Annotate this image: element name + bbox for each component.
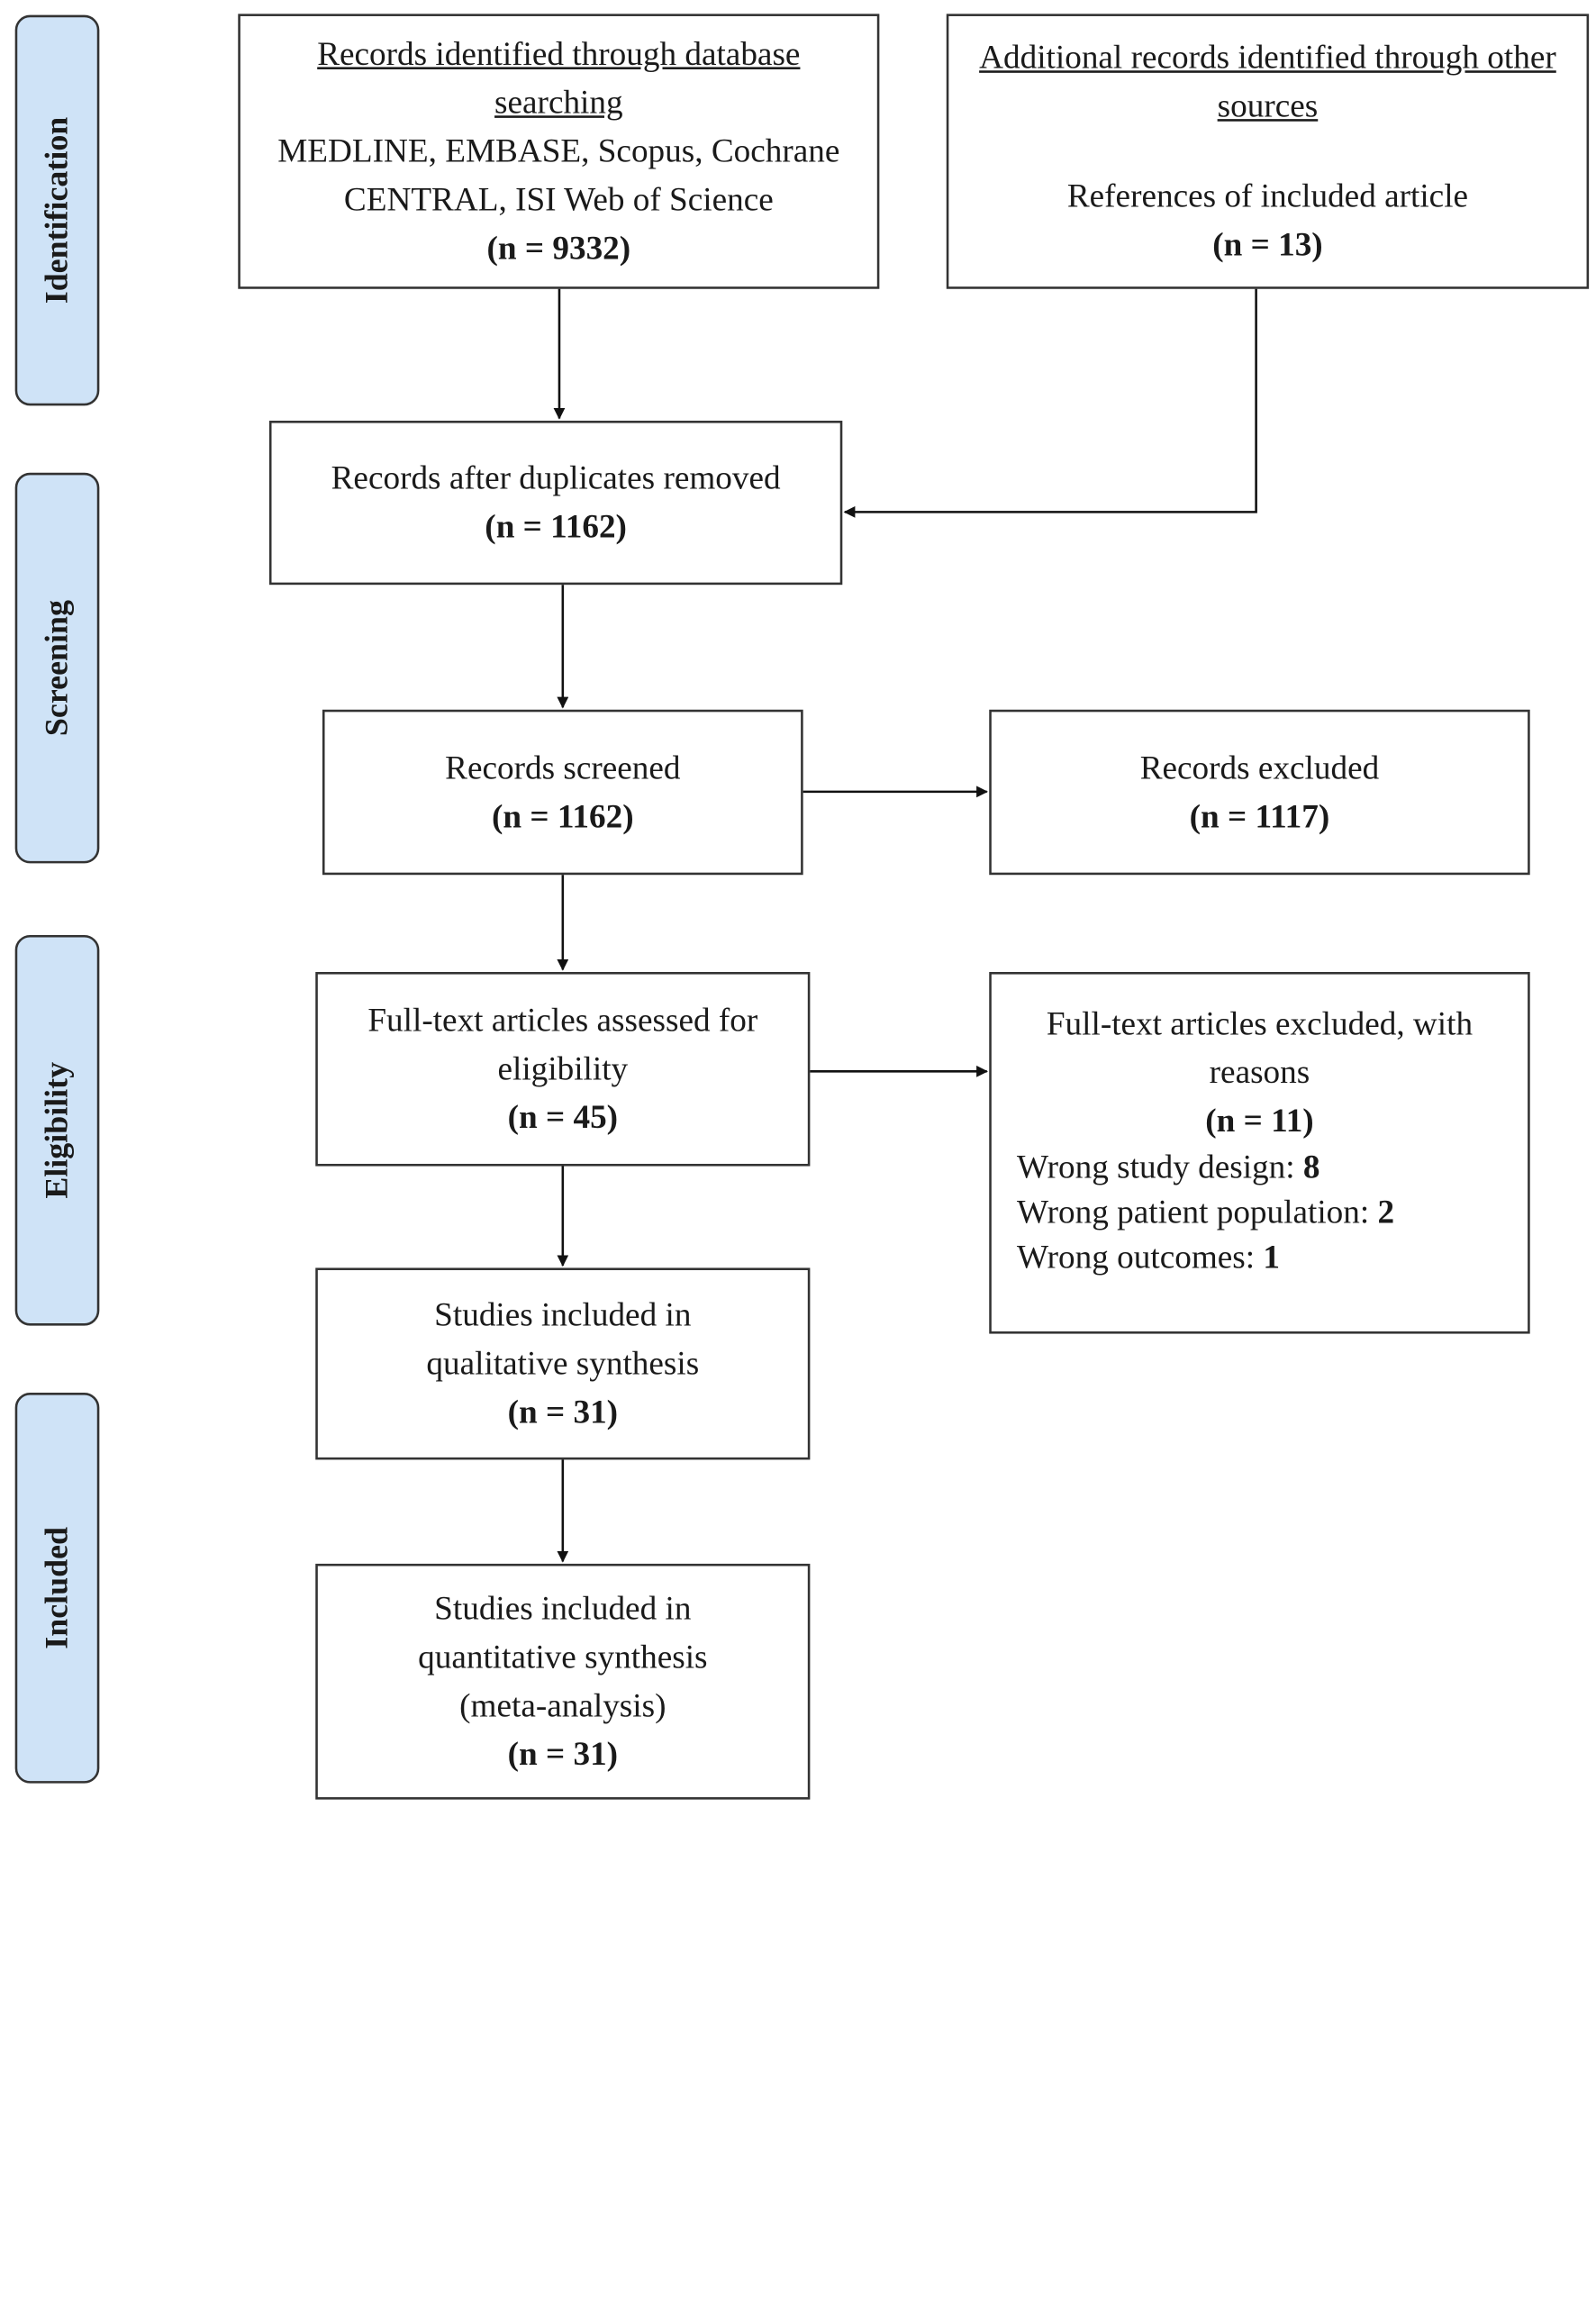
phase-eligibility: Eligibility [14,934,100,1326]
quantitative-synthesis-label: Studies included in quantitative synthes… [418,1590,708,1725]
qualitative-synthesis-label: Studies included in qualitative synthesi… [426,1296,700,1383]
fulltext-excluded-box: Full-text articles excluded, with reason… [989,972,1530,1334]
phase-identification: Identification [14,14,100,406]
fulltext-excluded-count: (n = 11) [1205,1102,1314,1140]
records-excluded-label: Records excluded [1139,749,1380,787]
arrow-other-to-duplicates [843,288,1257,518]
database-sources: MEDLINE, EMBASE, Scopus, Cochrane CENTRA… [277,132,840,219]
flow-connectors [553,288,1257,1563]
fulltext-assessed-count: (n = 45) [507,1099,619,1137]
fulltext-excluded-label: Full-text articles excluded, with reason… [1046,1005,1474,1092]
other-records-box: Additional records identified through ot… [946,14,1590,289]
qualitative-synthesis-box: Studies included in qualitative synthesi… [315,1267,811,1460]
other-sources: References of included article [1066,177,1469,215]
duplicates-removed-label: Records after duplicates removed [331,459,781,497]
exclusion-reason: Wrong outcomes: 1 [1017,1239,1281,1276]
database-records-box: Records identified through database sear… [238,14,880,289]
duplicates-removed-box: Records after duplicates removed (n = 11… [268,421,843,586]
quantitative-synthesis-box: Studies included in quantitative synthes… [315,1563,811,1800]
database-heading: Records identified through database sear… [317,35,801,122]
records-excluded-box: Records excluded (n = 1117) [989,709,1530,876]
exclusion-reason: Wrong patient population: 2 [1017,1194,1395,1231]
database-count: (n = 9332) [486,230,631,268]
other-heading: Additional records identified through ot… [979,39,1556,125]
phase-included: Included [14,1393,100,1784]
records-screened-box: Records screened (n = 1162) [322,709,803,876]
duplicates-removed-count: (n = 1162) [485,508,627,546]
phase-screening: Screening [14,472,100,864]
records-excluded-count: (n = 1117) [1189,797,1330,835]
quantitative-synthesis-count: (n = 31) [507,1736,619,1774]
qualitative-synthesis-count: (n = 31) [507,1394,619,1431]
records-screened-count: (n = 1162) [491,797,634,835]
fulltext-assessed-label: Full-text articles assessed for eligibil… [367,1002,758,1088]
other-count: (n = 13) [1212,226,1323,264]
exclusion-reason: Wrong study design: 8 [1017,1149,1320,1186]
records-screened-label: Records screened [445,749,681,787]
fulltext-assessed-box: Full-text articles assessed for eligibil… [315,972,811,1167]
